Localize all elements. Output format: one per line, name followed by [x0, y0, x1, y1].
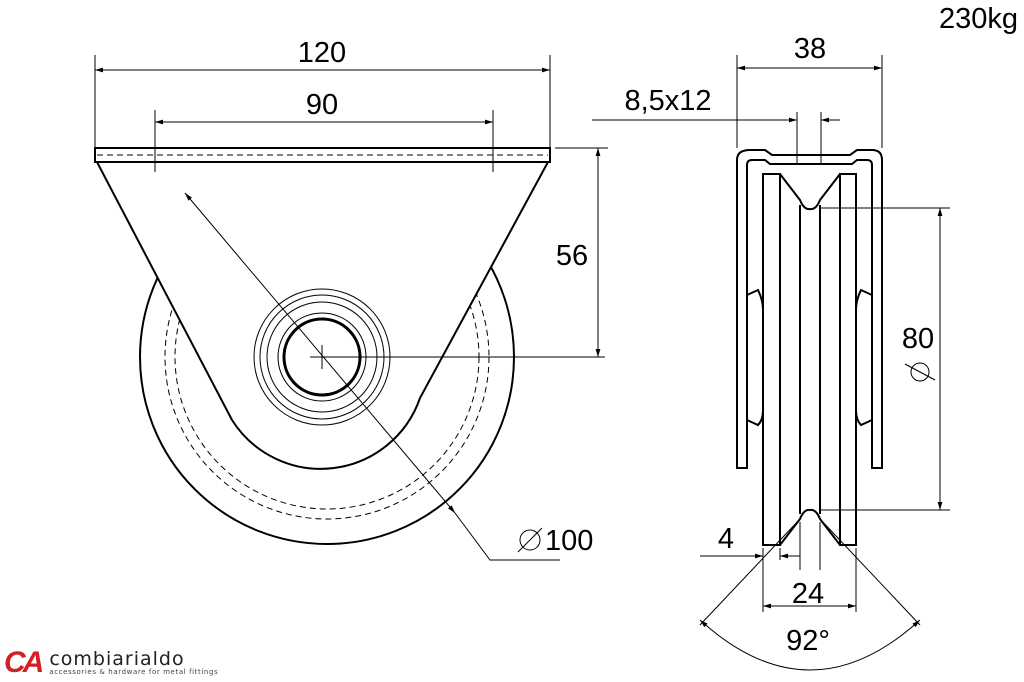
dim-hole-spacing: 90	[306, 89, 338, 121]
dim-wheel-width: 24	[792, 578, 824, 610]
dim-plate-width: 120	[298, 37, 346, 69]
bracket-side	[736, 149, 883, 469]
bracket-outline	[96, 161, 549, 470]
logo-tagline: accessories & hardware for metal fitting…	[49, 668, 219, 676]
brand-logo: CA combiarialdo accessories & hardware f…	[4, 646, 218, 680]
diameter-symbol-icon	[910, 362, 930, 382]
load-capacity: 230kg	[939, 3, 1018, 35]
dim-groove-angle: 92°	[786, 625, 830, 657]
dim-groove-diameter: 80	[902, 323, 934, 355]
logo-name: combiarialdo	[49, 648, 185, 670]
diameter-symbol-icon	[519, 529, 541, 551]
dim-wheel-diameter: 100	[545, 525, 593, 557]
side-view: 38 8,5x12 80 4 24 92°	[592, 33, 950, 671]
dim-slot: 8,5x12	[624, 85, 711, 117]
front-view: 120 90 56 100	[94, 37, 608, 561]
logo-mark: CA	[4, 646, 44, 679]
dim-total-width: 38	[794, 33, 826, 65]
dim-height: 56	[556, 240, 588, 272]
dim-flange: 4	[718, 523, 734, 555]
